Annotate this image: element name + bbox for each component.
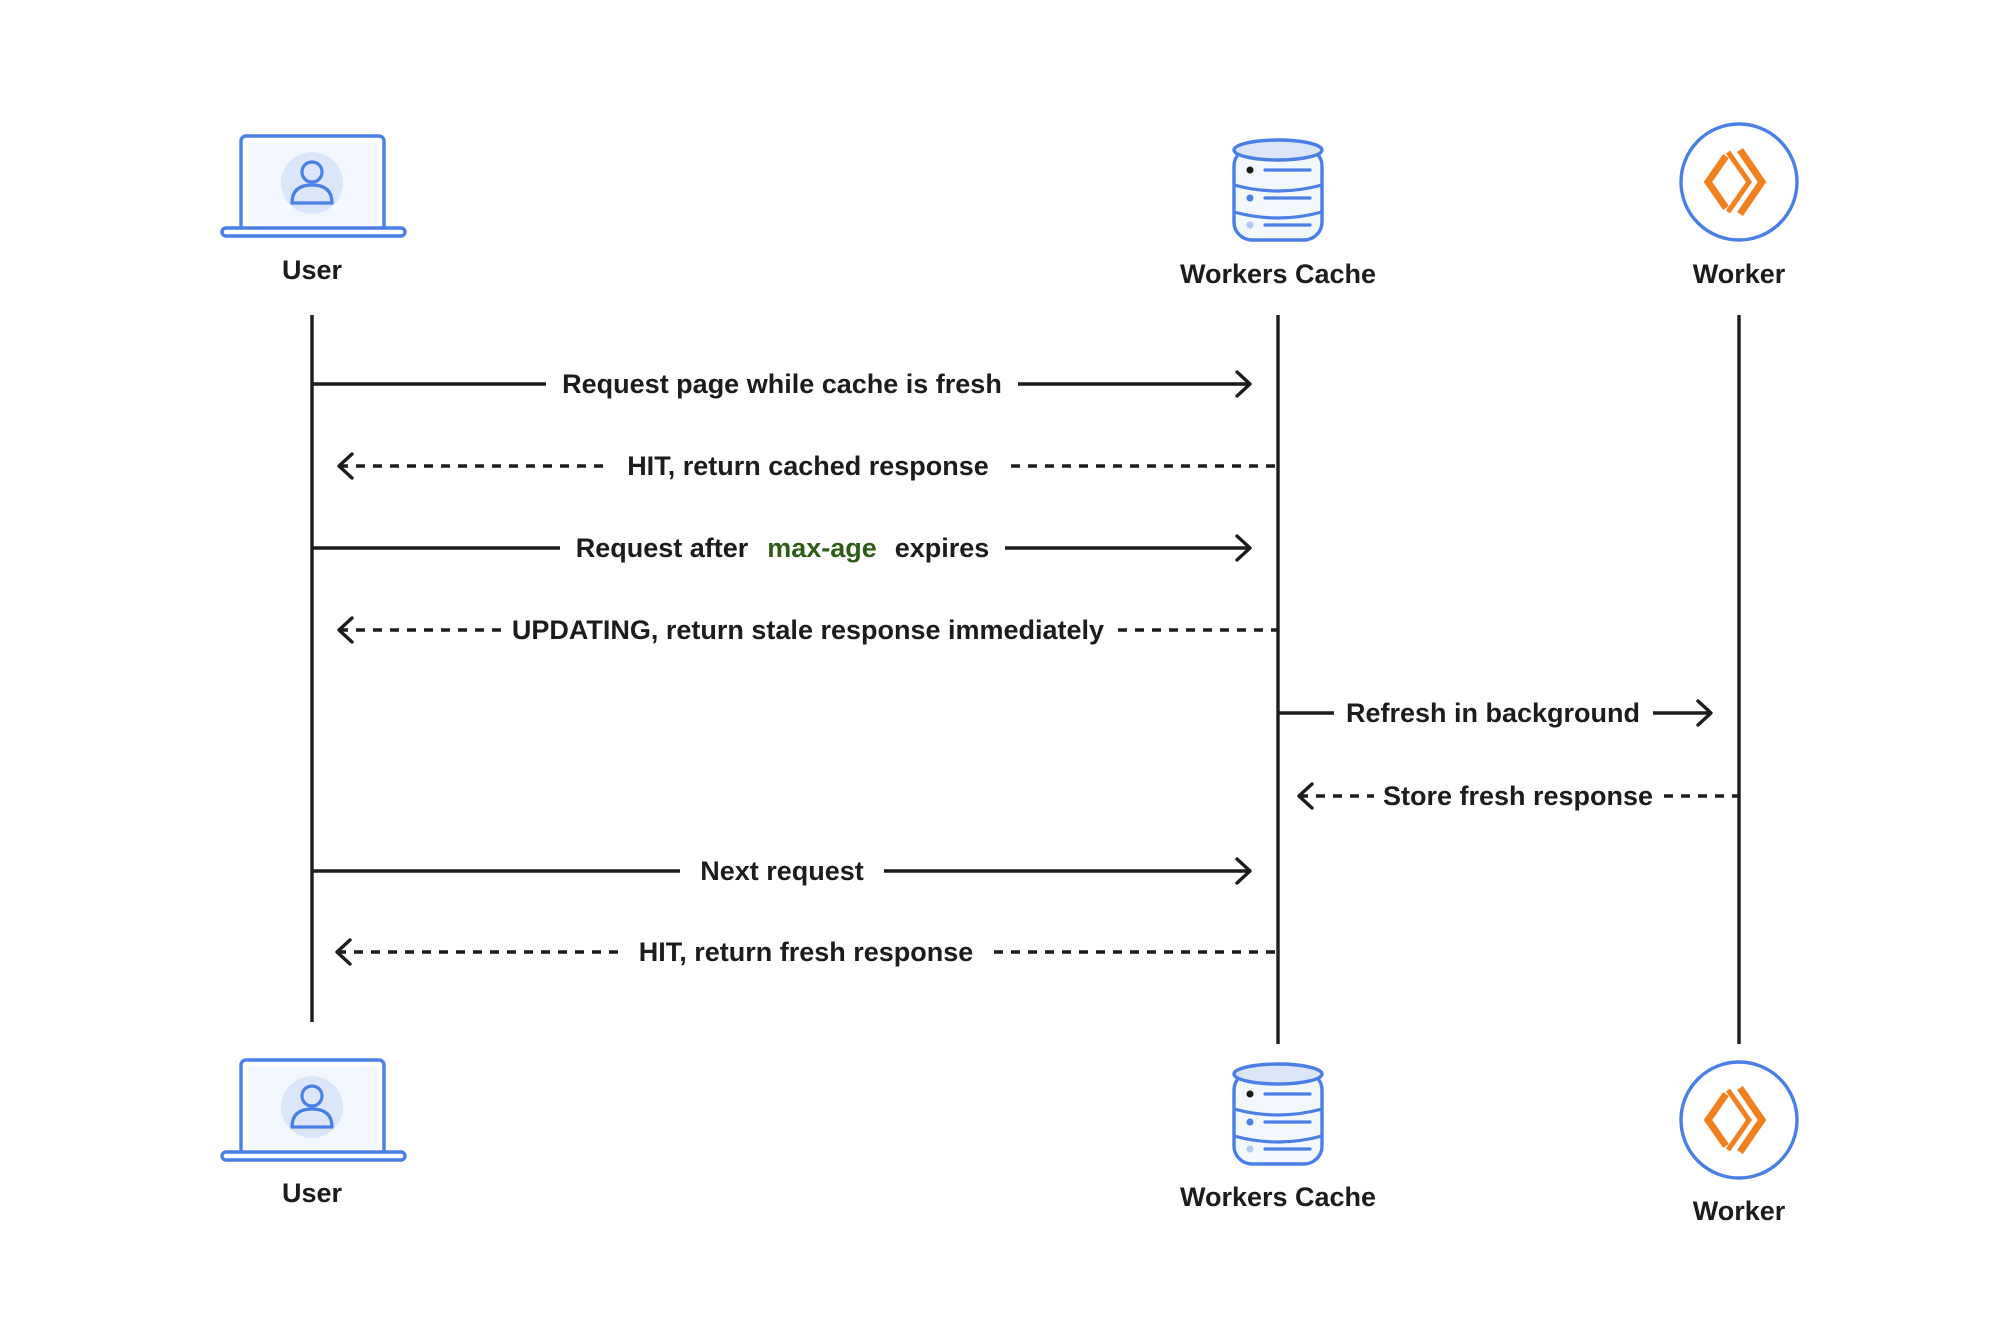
message-request-fresh: Request page while cache is fresh [312,369,1252,399]
message-hit-cached: HIT, return cached response [337,451,1278,481]
arrow-left-icon [1297,782,1314,810]
worker-bottom: Worker [1679,1060,1799,1226]
cache-label-bottom: Workers Cache [1180,1182,1376,1212]
message-label: HIT, return cached response [627,451,989,481]
arrow-right-icon [1235,534,1252,562]
message-label: Request page while cache is fresh [562,369,1002,399]
arrow-right-icon [1235,857,1252,885]
worker-code-icon [1679,1060,1799,1180]
database-icon [1232,1062,1324,1166]
worker-code-icon [1679,122,1799,242]
cache-bottom: Workers Cache [1180,1062,1376,1212]
user-top: User [220,134,407,285]
message-refresh-background: Refresh in background [1278,698,1713,728]
arrow-left-icon [337,452,354,480]
message-next-request: Next request [312,856,1252,886]
message-label: Next request [700,856,864,886]
laptop-user-icon [220,134,407,238]
message-label: Store fresh response [1383,781,1653,811]
arrow-left-icon [337,616,354,644]
laptop-user-icon [220,1058,407,1162]
cache-label-top: Workers Cache [1180,259,1376,289]
message-updating-stale: UPDATING, return stale response immediat… [337,615,1278,645]
database-icon [1232,138,1324,242]
arrow-right-icon [1235,370,1252,398]
message-label: UPDATING, return stale response immediat… [512,615,1104,645]
message-request-after-max-age: Request after max-age expires [312,533,1252,563]
message-label: expires [895,533,990,563]
message-hit-fresh: HIT, return fresh response [335,937,1278,967]
message-label: Request after [576,533,749,563]
cache-top: Workers Cache [1180,138,1376,289]
message-label: HIT, return fresh response [639,937,974,967]
worker-top: Worker [1679,122,1799,289]
message-label: Refresh in background [1346,698,1640,728]
arrow-right-icon [1696,699,1713,727]
message-store-fresh: Store fresh response [1297,781,1739,811]
arrow-left-icon [335,938,352,966]
user-label-bottom: User [282,1178,343,1208]
user-bottom: User [220,1058,407,1208]
worker-label-bottom: Worker [1693,1196,1786,1226]
user-label-top: User [282,255,343,285]
max-age-code: max-age [767,533,877,563]
worker-label-top: Worker [1693,259,1786,289]
